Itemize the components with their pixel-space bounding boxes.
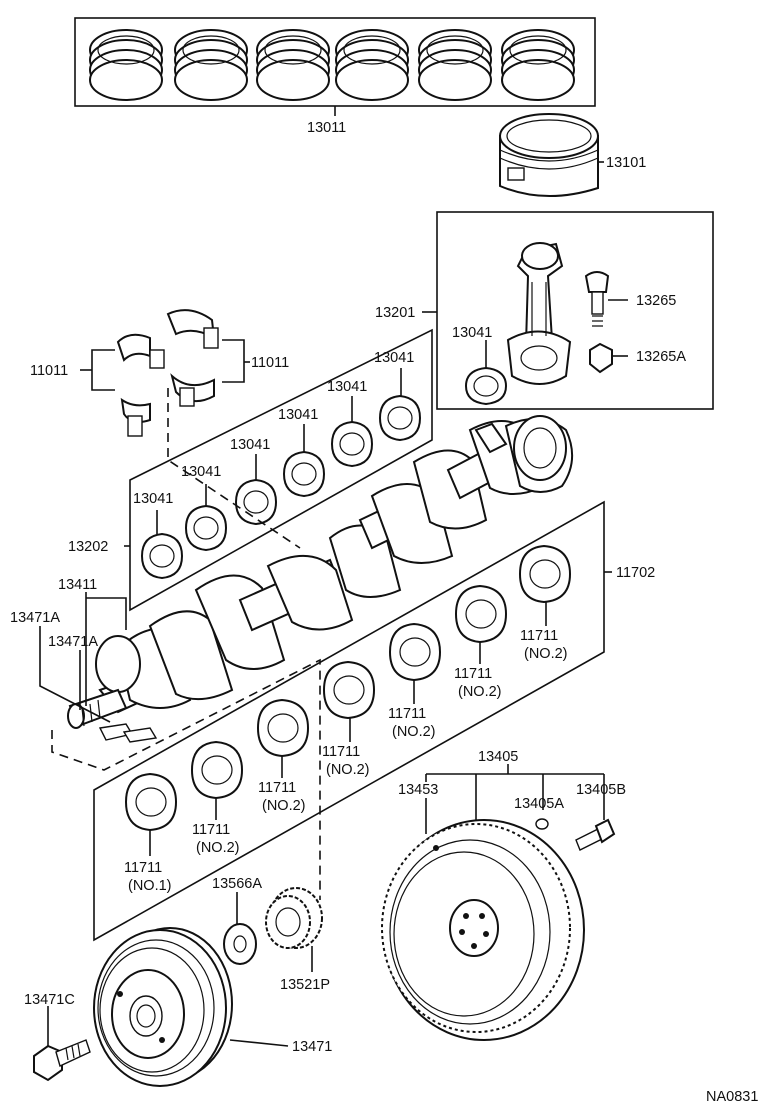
label-main-bearing-no1: 11711 <box>124 860 162 876</box>
timing-gear[interactable] <box>265 887 323 972</box>
label-main-bearing-d-sub: (NO.2) <box>392 724 436 740</box>
label-rod-bearing-single: 13041 <box>452 325 492 341</box>
label-crankshaft-key-assembly: 13411 <box>58 577 97 593</box>
label-connecting-rod-assembly: 13201 <box>375 305 415 321</box>
thrust-washer-left-upper <box>116 333 165 369</box>
rod-bearing <box>140 510 184 580</box>
main-bearing <box>190 740 244 820</box>
rod-bearing-set[interactable] <box>124 328 433 612</box>
label-flywheel-assembly: 13405 <box>478 749 518 765</box>
label-main-bearing-b-sub: (NO.2) <box>262 798 306 814</box>
thrust-washer-left-lower <box>120 397 151 437</box>
label-washer: 13566A <box>212 876 262 892</box>
main-bearing <box>388 622 442 704</box>
piston[interactable] <box>499 113 604 198</box>
crankshaft[interactable] <box>67 415 573 729</box>
label-key-a-lower: 13471A <box>48 634 98 650</box>
rod-nut <box>589 342 628 374</box>
rod-bearing <box>184 484 228 552</box>
flywheel-bolt <box>575 782 616 851</box>
label-rod-bearing-5: 13041 <box>327 379 367 395</box>
label-main-bearing-c: 11711 <box>322 744 360 760</box>
label-main-bearing-b: 11711 <box>258 780 296 796</box>
label-main-bearing-e-sub: (NO.2) <box>458 684 502 700</box>
label-piston-ring-set: 13011 <box>307 120 346 136</box>
label-rod-nut: 13265A <box>636 349 686 365</box>
main-bearing <box>322 660 376 742</box>
label-rod-bearing-3: 13041 <box>230 437 270 453</box>
main-bearing-set[interactable] <box>93 500 612 942</box>
crank-pulley[interactable] <box>93 927 289 1087</box>
guide-line <box>167 388 301 549</box>
thrust-washers[interactable] <box>80 309 250 437</box>
label-crank-pulley: 13471 <box>292 1039 332 1055</box>
label-ring-gear: 13453 <box>398 782 438 798</box>
label-rod-bolt: 13265 <box>636 293 676 309</box>
connecting-rod <box>506 242 572 385</box>
figure-code: NA0831 <box>706 1089 758 1105</box>
piston-ring-group <box>89 29 575 101</box>
label-main-bearing-c-sub: (NO.2) <box>326 762 370 778</box>
rod-bolt <box>584 271 628 327</box>
label-rod-bearing-6: 13041 <box>374 350 414 366</box>
rod-bearing-single <box>464 340 508 406</box>
crankshaft-key-assembly[interactable] <box>39 592 158 743</box>
label-thrust-washer-right: 11011 <box>251 355 289 371</box>
label-pulley-bolt: 13471C <box>24 992 75 1008</box>
flywheel-pin <box>535 782 549 830</box>
washer[interactable] <box>223 892 257 965</box>
label-main-bearing-f-sub: (NO.2) <box>524 646 568 662</box>
flywheel-assembly[interactable] <box>381 764 616 1041</box>
label-rod-bearing-2: 13041 <box>181 464 221 480</box>
guide-line <box>51 658 321 900</box>
label-main-bearing-set: 11702 <box>616 565 655 581</box>
label-flywheel-pin: 13405A <box>514 796 564 812</box>
label-rod-bearing-1: 13041 <box>133 491 173 507</box>
thrust-washer-right-upper <box>166 309 219 349</box>
label-piston: 13101 <box>606 155 646 171</box>
label-main-bearing-a-sub: (NO.2) <box>196 840 240 856</box>
rod-bearing <box>330 396 374 468</box>
label-flywheel-bolt: 13405B <box>576 782 626 798</box>
label-thrust-washer-left: 11011 <box>30 363 68 379</box>
main-bearing <box>454 584 508 664</box>
label-main-bearing-e: 11711 <box>454 666 492 682</box>
label-main-bearing-no1-sub: (NO.1) <box>128 878 172 894</box>
rod-bearing <box>282 424 326 498</box>
label-rod-bearing-4: 13041 <box>278 407 318 423</box>
label-rod-bearing-set: 13202 <box>68 539 108 555</box>
rod-bearing <box>234 454 278 526</box>
flywheel <box>381 819 585 1041</box>
label-timing-gear: 13521P <box>280 977 330 993</box>
thrust-washer-right-lower <box>170 373 215 407</box>
connecting-rod-assembly[interactable] <box>422 211 714 410</box>
label-main-bearing-f: 11711 <box>520 628 558 644</box>
main-bearing <box>256 698 310 778</box>
label-key-a-upper: 13471A <box>10 610 60 626</box>
main-bearing <box>124 772 178 856</box>
piston-ring-set[interactable] <box>74 17 596 116</box>
main-bearing <box>518 544 572 626</box>
rod-bearing <box>378 368 422 442</box>
label-main-bearing-d: 11711 <box>388 706 426 722</box>
pulley-bolt[interactable] <box>33 1006 91 1082</box>
label-main-bearing-a: 11711 <box>192 822 230 838</box>
